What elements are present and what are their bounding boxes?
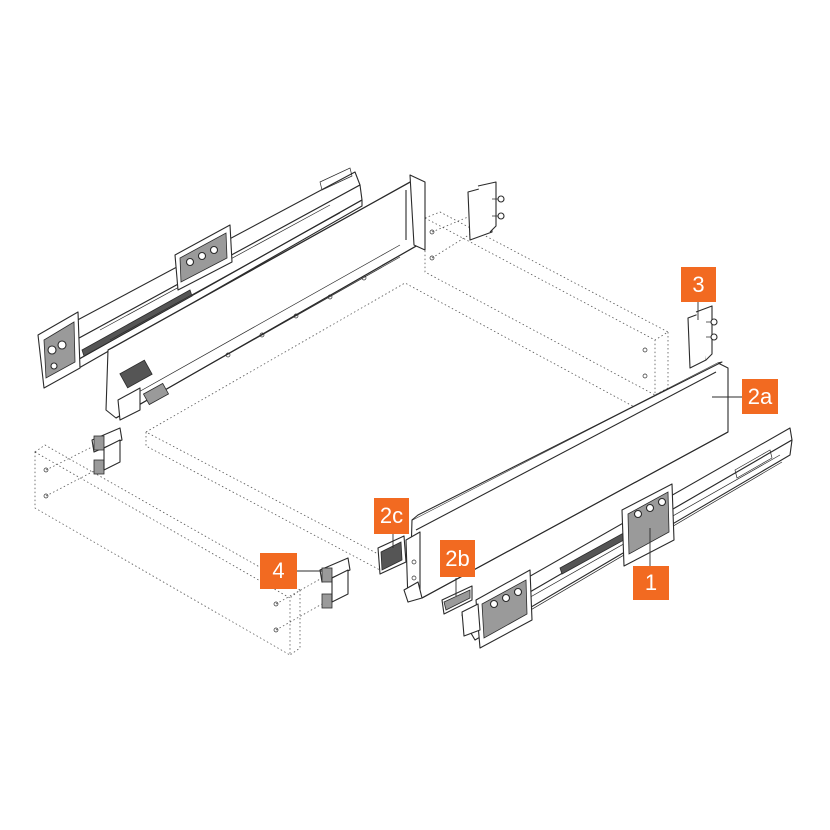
callout-3: 3 — [681, 267, 716, 302]
right-drawer-side-2a — [403, 361, 729, 603]
callout-2c: 2c — [374, 498, 409, 534]
back-fitting-3 — [687, 305, 718, 369]
left-runner — [37, 167, 363, 389]
drawer-back-panel — [424, 211, 669, 396]
callout-2b: 2b — [440, 540, 475, 577]
front-fitting-4 — [319, 557, 351, 609]
back-fitting-left — [467, 181, 505, 241]
drawer-front-panel — [34, 444, 323, 656]
cover-cap-2b — [441, 585, 473, 615]
callout-4: 4 — [260, 553, 297, 589]
callout-2a: 2a — [742, 379, 778, 414]
right-runner-1 — [461, 427, 793, 649]
callout-1: 1 — [633, 566, 669, 600]
front-fitting-upper — [91, 427, 123, 475]
front-panel-adapter-2c — [377, 535, 407, 575]
left-drawer-side — [105, 174, 426, 421]
